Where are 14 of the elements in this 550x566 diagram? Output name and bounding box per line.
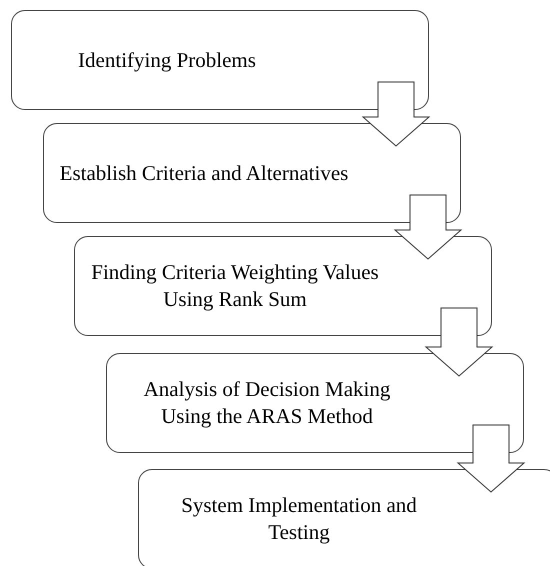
process-box: [106, 353, 524, 453]
step-label: Finding Criteria Weighting Values Using Rank Sum: [90, 259, 380, 313]
process-box: [74, 236, 492, 336]
block-arrow: [362, 82, 430, 147]
step-label: Analysis of Decision Making Using the ARAS Method: [142, 376, 392, 430]
block-arrow: [424, 308, 494, 377]
process-box: [43, 123, 461, 223]
process-box: [11, 10, 429, 110]
step-label: System Implementation and Testing: [180, 492, 418, 546]
block-arrow: [394, 194, 462, 260]
block-arrow: [456, 424, 526, 493]
step-label: Identifying Problems: [78, 46, 256, 74]
step-label: Establish Criteria and Alternatives: [60, 160, 348, 186]
process-box: [138, 469, 550, 566]
